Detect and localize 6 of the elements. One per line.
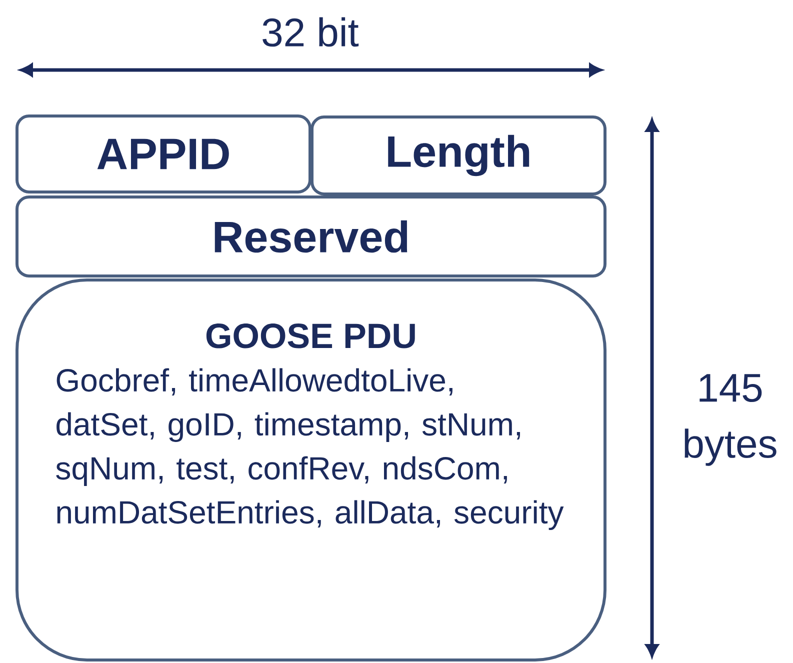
field-box: Length — [310, 116, 606, 196]
field-box: APPID — [16, 114, 312, 194]
field-box: Reserved — [16, 196, 606, 278]
dimension-label: 32 bit — [262, 17, 359, 47]
payload-box: GOOSE PDU Gocbref, timeAllowedtoLive, datSet, goID, timestamp, stNum, sqNum, test, confRev, ndsCom, numDatSetEntries, allData, security — [16, 278, 606, 662]
dimension-label: 145 bytes — [684, 374, 776, 466]
